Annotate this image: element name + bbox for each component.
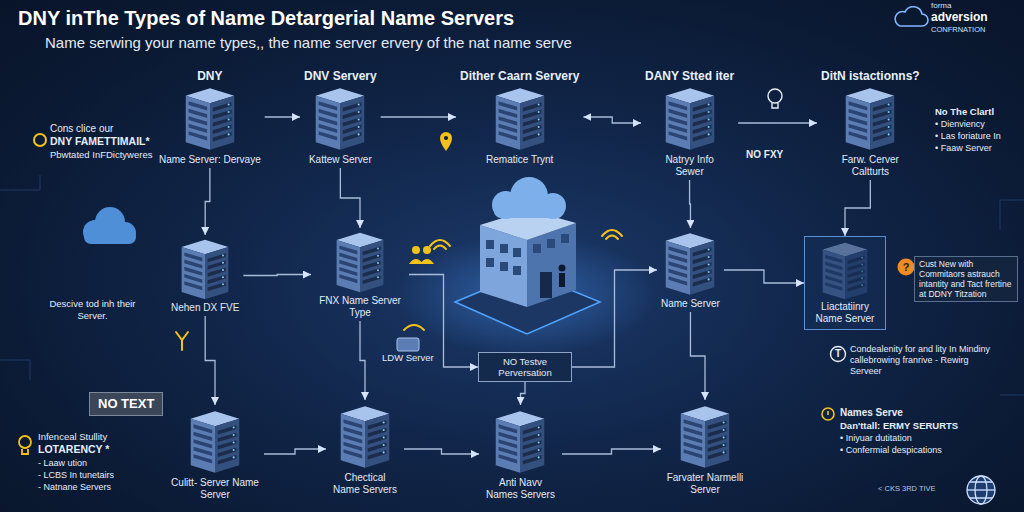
note-text: Pbwtated InFDictyweres (50, 149, 160, 161)
server-node: Dither Caarn ServeryRematice Trynt (456, 66, 583, 168)
logo-text: CONFRNATION (931, 25, 1016, 34)
node-label: Nehen DX FVE (171, 302, 239, 314)
server-node: Farvater Narmelli Server (661, 400, 749, 498)
server-node: Nehen DX FVE (167, 235, 243, 316)
bullet-item: - LCBS In tunetairs (38, 470, 158, 481)
connector (724, 270, 804, 283)
server-node: Name Server (657, 228, 724, 312)
node-label: Liactatiinry Name Server (809, 301, 881, 325)
node-label: FNX Name Server Type (315, 295, 405, 319)
bullet-item: • Faaw Server (935, 143, 1021, 154)
node-heading: DNY (159, 68, 261, 84)
connector (572, 270, 657, 367)
callout-symbol: ? (900, 260, 912, 274)
connector (521, 382, 526, 405)
node-label: Name Server (661, 298, 720, 310)
note-text: Infenceal Stullity (38, 431, 158, 443)
footer-text: < CKS 3RD TIVE (878, 484, 958, 493)
connector (562, 449, 661, 454)
node-label: Farw. Cerver Caltturts (830, 154, 910, 178)
bullet-item: • Dienviency (935, 119, 1021, 130)
connector (264, 449, 326, 454)
connector (738, 122, 817, 123)
node-heading: Dither Caarn Servery (460, 68, 579, 84)
connector (404, 449, 479, 454)
callout-text: Cust New with Commitaors astrauch intant… (914, 256, 1018, 302)
connector (205, 316, 215, 405)
node-label: Culitt- Server Name Server (170, 477, 260, 501)
node-label: Farvater Narmelli Server (665, 472, 745, 496)
node-label: Rematice Trynt (465, 154, 575, 166)
callout-text: Condealenity for and lity In Mindiny cal… (850, 344, 1000, 377)
server-node: DNY Name Server: Dervaye (155, 66, 265, 168)
bullet-item: - Natnane Servers (38, 482, 158, 493)
server-node: DNV ServeryKattew Server (300, 66, 381, 168)
node-label: Name Server: Dervaye (159, 154, 261, 166)
callout-symbol: T (832, 347, 844, 361)
server-node: Culitt- Server Name Server (166, 405, 264, 503)
title: DNY inThe Types of Name Detargerial Name… (18, 6, 514, 30)
server-node: Anti Navv Names Servers (479, 405, 562, 503)
tag-box: NO TEXT (89, 392, 163, 416)
logo-text: adversion (931, 10, 1016, 25)
server-panel: Liactatiinry Name Server (804, 236, 886, 330)
connector (381, 116, 456, 117)
server-node: FNX Name Server Type (311, 228, 409, 321)
node-heading: DANY Stted iter (645, 68, 734, 84)
note-text: Dan'ttall: ERMY SERURTS (840, 420, 1015, 432)
connector (265, 116, 300, 117)
server-node: Chectical Name Servers (326, 400, 404, 498)
node-label: NO Testve Perversation (485, 356, 565, 378)
connector (360, 321, 365, 400)
node-label: Chectical Name Servers (330, 472, 400, 496)
server-node: DANY Stted iterNatryy Info Sewer (641, 66, 738, 180)
server-node: DitN istactionns? Farw. Cerver Caltturts (817, 66, 924, 180)
note-text: Descive tod inh their Server. (45, 298, 140, 322)
subtitle: Name serwing your name types,, the name … (45, 34, 685, 52)
connector (845, 180, 870, 236)
connector (243, 275, 311, 276)
tag-text: NO FXY (746, 149, 796, 161)
server-node: LDW Server (378, 336, 438, 366)
note-heading: Names Serve (840, 407, 1015, 419)
connector (583, 117, 641, 123)
note-text: Cons clice our (50, 123, 160, 135)
bullet-item: - Laaw ution (38, 458, 158, 469)
connector (205, 168, 210, 235)
node-label: Natryy Info Sewer (655, 154, 725, 178)
node-label: LDW Server (382, 352, 434, 364)
note-text: DNY FAMETTIMAIL* (50, 135, 160, 148)
connector (690, 312, 705, 400)
node-heading: DNV Servery (304, 68, 377, 84)
bullet-item: • Iniyuar dutitation (840, 433, 1015, 444)
connector (689, 180, 691, 228)
logo-text: forma (931, 1, 1016, 11)
connector (340, 168, 360, 228)
node-label: Kattew Server (304, 154, 377, 166)
hub-box: NO Testve Perversation (478, 352, 572, 382)
node-label: Anti Navv Names Servers (483, 477, 558, 501)
node-label: NO TEXT (98, 396, 154, 412)
note-heading: LOTARENCY * (38, 443, 158, 456)
bullet-item: • Confermial despications (840, 445, 1015, 456)
bullet-item: • Las foriature In (935, 131, 1021, 142)
note-heading: No The Clartl (935, 106, 1021, 118)
node-heading: DitN istactionns? (821, 68, 920, 84)
